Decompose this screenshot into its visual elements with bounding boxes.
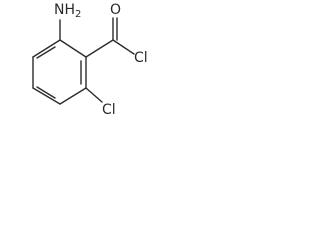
ring-bond-6: [32, 39, 61, 58]
amino-main-label: NH: [54, 2, 75, 18]
structure-diagram: NH2 O Cl Cl: [0, 0, 154, 138]
ring-double-bond-inner-3: [36, 46, 56, 59]
bond-to-acyl-chlorine: [112, 39, 135, 55]
ring-double-bond-inner-2: [36, 86, 56, 99]
bond-to-carbonyl-carbon: [85, 39, 114, 58]
acyl-chlorine-label: Cl: [134, 50, 148, 66]
ring-bond-1: [59, 39, 87, 58]
ring-chlorine-label: Cl: [102, 102, 116, 118]
bond-to-ring-chlorine: [85, 87, 103, 103]
carbonyl-oxygen-label: O: [110, 2, 121, 18]
amino-group-label: NH2: [54, 2, 81, 20]
ring-bond-3: [59, 87, 87, 105]
ring-bond-4: [32, 87, 61, 105]
molecule-structure: NH2 O Cl Cl: [32, 2, 148, 118]
amino-subscript-label: 2: [75, 9, 81, 20]
benzene-ring: [32, 39, 87, 105]
